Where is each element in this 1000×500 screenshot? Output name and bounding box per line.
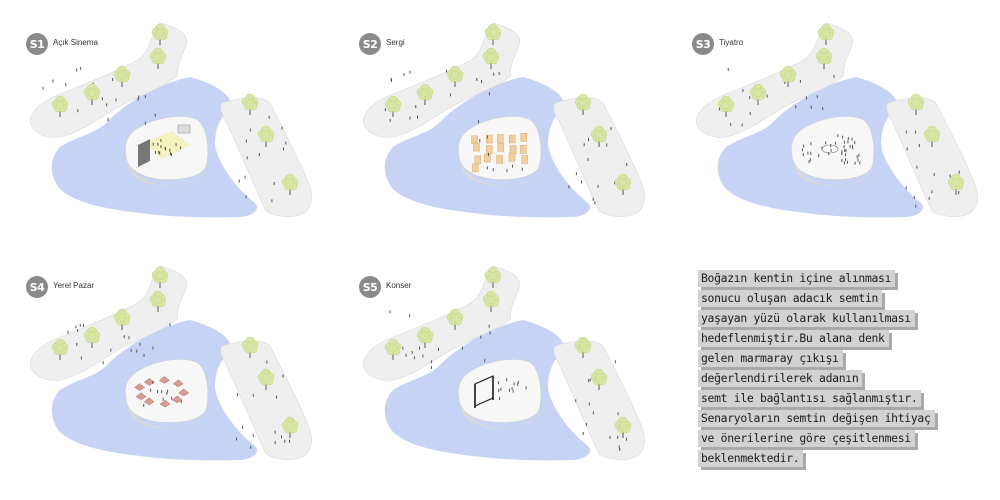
description-line: yaşayan yüzü olarak kullanılması [698, 310, 915, 327]
tree-icon [416, 83, 434, 105]
tree-icon [113, 308, 131, 330]
scenario-s4: S4 Yerel Pazar [0, 248, 330, 483]
tree-icon [484, 23, 502, 45]
description-line: Senaryoların semtin değişen ihtiyaç [698, 410, 935, 427]
tree-icon [257, 125, 275, 147]
tree-icon [779, 65, 797, 87]
tree-icon [149, 47, 167, 69]
island [124, 359, 209, 423]
tree-icon [151, 23, 169, 45]
tree-icon [51, 95, 69, 117]
scenario-badge: S5 [359, 276, 381, 298]
tree-icon [384, 338, 402, 360]
theatre-activity [801, 134, 861, 165]
pedestrians [389, 310, 627, 451]
scenario-label: Konser [386, 281, 412, 290]
tree-icon [257, 368, 275, 390]
tree-icon [83, 83, 101, 105]
island-diagram [29, 265, 312, 461]
scenario-label: Sergi [386, 38, 405, 47]
tree-icon [281, 173, 299, 195]
scenario-s1: S1 Açık Sinema [0, 5, 330, 240]
tree-icon [717, 95, 735, 117]
tree-icon [241, 336, 259, 358]
tree-icon [815, 47, 833, 69]
tree-icon [590, 368, 608, 390]
tree-icon [416, 326, 434, 348]
tree-icon [590, 125, 608, 147]
scenario-badge: S4 [26, 276, 48, 298]
scenario-badge: S3 [692, 33, 714, 55]
pedestrians [718, 67, 960, 208]
tree-icon [241, 93, 259, 115]
description-line: Boğazın kentin içine alınması [698, 270, 896, 287]
island-diagram [362, 265, 645, 461]
scenario-label: Tiyatro [719, 38, 744, 47]
tree-icon [51, 338, 69, 360]
scenario-s3: S3 Tiyatro [666, 5, 996, 240]
tree-icon [482, 47, 500, 69]
concert-activity [474, 375, 527, 408]
exhibition-activity [471, 133, 528, 173]
cinema-activity [138, 124, 191, 167]
tree-icon [923, 125, 941, 147]
tree-icon [614, 173, 632, 195]
scenario-s2: S2 Sergi [333, 5, 663, 240]
description-line: semt ile bağlantısı sağlanmıştır. [698, 390, 922, 407]
scenario-badge: S1 [26, 33, 48, 55]
tree-icon [574, 336, 592, 358]
tree-icon [947, 173, 965, 195]
description-line: beklenmektedir. [698, 450, 804, 467]
description-line: ve önerilerine göre çeşitlenmesi [698, 430, 915, 447]
tree-icon [151, 266, 169, 288]
island-diagram [362, 22, 645, 218]
tree-icon [614, 416, 632, 438]
description-line: değerlendirilerek adanın [698, 370, 863, 387]
island-diagram [695, 22, 978, 218]
scenario-label: Yerel Pazar [53, 281, 95, 290]
tree-icon [113, 65, 131, 87]
scenario-s5: S5 Konser [333, 248, 663, 483]
description-line: hedeflenmiştir.Bu alana denk [698, 330, 889, 347]
tree-icon [484, 266, 502, 288]
tree-icon [446, 65, 464, 87]
tree-icon [446, 308, 464, 330]
description-line: sonucu oluşan adacık semtin [698, 290, 883, 307]
tree-icon [574, 93, 592, 115]
market-activity [134, 376, 190, 408]
tree-icon [149, 290, 167, 312]
island-diagram [29, 22, 312, 218]
tree-icon [817, 23, 835, 45]
tree-icon [482, 290, 500, 312]
island [457, 359, 542, 423]
description-panel: Boğazın kentin içine alınması sonucu olu… [698, 270, 958, 470]
tree-icon [384, 95, 402, 117]
tree-icon [907, 93, 925, 115]
description-line: gelen marmaray çıkışı [698, 350, 843, 367]
scenario-badge: S2 [359, 33, 381, 55]
tree-icon [281, 416, 299, 438]
scenario-label: Açık Sinema [53, 38, 98, 47]
tree-icon [83, 326, 101, 348]
tree-icon [749, 83, 767, 105]
